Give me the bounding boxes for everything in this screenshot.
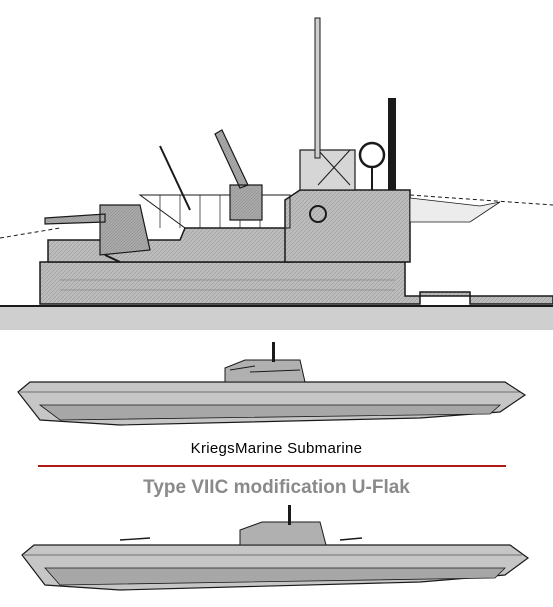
flak-gun-lower	[44, 204, 151, 256]
periscope	[388, 98, 396, 190]
conning-tower-closeup-drawing	[0, 17, 553, 330]
tower-top	[299, 149, 356, 191]
profile-2-mast	[288, 505, 291, 525]
conning-tower	[284, 189, 411, 263]
bow-wire-fan	[409, 197, 501, 223]
horseshoe-emblem	[309, 205, 327, 223]
hull-casing	[39, 261, 553, 305]
tall-mast	[314, 17, 321, 159]
profile-2-tower	[239, 521, 327, 546]
flak-gun-upper	[214, 129, 263, 221]
profile-1-mast	[272, 342, 275, 362]
profile-2-keel	[44, 567, 506, 586]
sea-band	[0, 306, 553, 330]
caption-divider	[38, 465, 506, 467]
profile-1-keel	[38, 404, 502, 421]
caption-line-2: Type VIIC modification U-Flak	[143, 477, 410, 498]
u-flak-profile-drawing	[17, 342, 527, 426]
caption-line-1: KriegsMarine Submarine	[190, 440, 363, 457]
